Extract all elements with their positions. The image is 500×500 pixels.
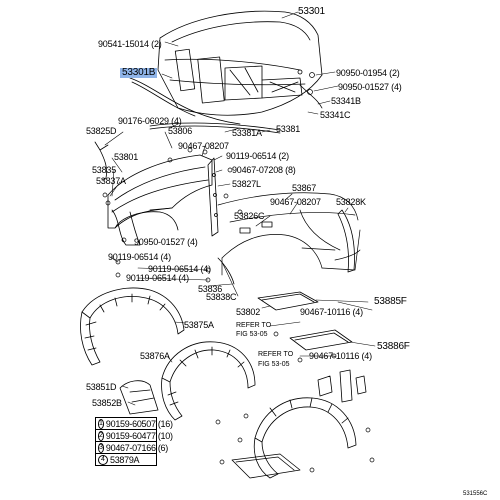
part-label-53381[interactable]: 53381 xyxy=(276,124,301,134)
part-label-53825d[interactable]: 53825D xyxy=(86,126,117,136)
part-label-90950-01527-a[interactable]: 90950-01527 (4) xyxy=(338,82,402,92)
fender-trim-strip xyxy=(337,209,355,273)
part-label-90467-10116-a[interactable]: 90467-10116 (4) xyxy=(300,307,363,317)
part-label-53801[interactable]: 53801 xyxy=(114,152,139,162)
legend-part-number[interactable]: 53879A xyxy=(110,454,140,465)
part-label-53836[interactable]: 53836 xyxy=(198,284,223,294)
part-label-53867[interactable]: 53867 xyxy=(292,183,317,193)
fastener-legend-table: 1 90159-60507 (16) 2 90159-60477 (10) 3 … xyxy=(95,417,173,466)
part-label-90176-06029[interactable]: 90176-06029 (4) xyxy=(118,116,182,126)
part-label-53301[interactable]: 53301 xyxy=(298,6,325,17)
part-label-53837a[interactable]: 53837A xyxy=(96,176,126,186)
part-label-53826c[interactable]: 53826C xyxy=(234,211,265,221)
part-label-53341c[interactable]: 53341C xyxy=(320,110,351,120)
vehicle-body-outline xyxy=(217,192,361,276)
part-label-90541-15014[interactable]: 90541-15014 (2) xyxy=(98,39,162,49)
legend-row: 3 90467-07166 (6) xyxy=(96,442,168,454)
cowl-seal xyxy=(149,122,281,131)
liner-extension xyxy=(119,380,159,415)
legend-row: 2 90159-60477 (10) xyxy=(96,430,173,442)
part-label-90119-06514-4-b[interactable]: 90119-06514 (4) xyxy=(148,264,211,274)
part-label-90467-08207-b[interactable]: 90467-08207 xyxy=(270,197,321,207)
part-label-90467-07208[interactable]: 90467-07208 (8) xyxy=(232,165,296,175)
legend-row: 4 53879A xyxy=(96,454,156,465)
part-label-53876a[interactable]: 53876A xyxy=(140,351,170,361)
legend-part-number[interactable]: 90467-07166 (6) xyxy=(105,442,168,453)
part-label-53341b[interactable]: 53341B xyxy=(331,96,361,106)
refer-note-2-line2: FIG 53-05 xyxy=(258,361,290,368)
legend-number-badge: 3 xyxy=(98,442,104,453)
part-label-53827l[interactable]: 53827L xyxy=(232,179,261,189)
part-label-90467-10116-b[interactable]: 90467-10116 (4) xyxy=(309,351,372,361)
front-fender xyxy=(107,154,213,231)
legend-number-badge: 4 xyxy=(98,454,108,465)
legend-number-badge: 2 xyxy=(98,430,104,441)
refer-note-1-line2: FIG 53-05 xyxy=(236,331,268,338)
figure-number: 531556C xyxy=(463,491,488,497)
refer-note-2-line1: REFER TO xyxy=(258,351,294,358)
part-label-53806[interactable]: 53806 xyxy=(168,126,193,136)
legend-row: 1 90159-60507 (16) xyxy=(96,418,173,430)
part-label-90467-08207-a[interactable]: 90467-08207 xyxy=(178,141,229,151)
fender-liner-rear xyxy=(253,397,357,479)
part-label-90119-06514-2[interactable]: 90119-06514 (2) xyxy=(226,151,289,161)
under-cover-plate-b xyxy=(289,329,353,351)
part-label-90950-01954[interactable]: 90950-01954 (2) xyxy=(336,68,400,78)
part-label-53835[interactable]: 53835 xyxy=(92,165,117,175)
hood-panel xyxy=(157,10,323,116)
hood-weatherstrip xyxy=(129,77,241,125)
part-label-90950-01527-b[interactable]: 90950-01527 (4) xyxy=(134,237,198,247)
part-label-90119-06514-4-a[interactable]: 90119-06514 (4) xyxy=(108,252,171,262)
legend-part-number[interactable]: 90159-60507 (16) xyxy=(105,418,173,429)
leader-lines xyxy=(104,11,376,406)
part-label-53381a[interactable]: 53381A xyxy=(232,128,262,138)
part-label-53885f[interactable]: 53885F xyxy=(374,296,407,307)
fastener-symbols xyxy=(102,72,375,473)
part-label-53828k[interactable]: 53828K xyxy=(336,197,366,207)
part-label-90119-06514-4-c[interactable]: 90119-06514 (4) xyxy=(126,273,189,283)
part-label-53851d[interactable]: 53851D xyxy=(86,382,117,392)
fender-liner-upper xyxy=(80,287,185,366)
part-label-53802[interactable]: 53802 xyxy=(236,307,261,317)
legend-part-number[interactable]: 90159-60477 (10) xyxy=(105,430,173,441)
splash-shield xyxy=(231,453,301,479)
part-label-53852b[interactable]: 53852B xyxy=(92,398,122,408)
part-label-53838c[interactable]: 53838C xyxy=(206,292,237,302)
part-label-53886f[interactable]: 53886F xyxy=(377,341,410,352)
fender-liner-lower xyxy=(161,341,256,421)
part-label-53875a[interactable]: 53875A xyxy=(184,320,214,330)
legend-number-badge: 1 xyxy=(98,418,104,429)
refer-note-1-line1: REFER TO xyxy=(236,322,272,329)
part-label-53301b-highlighted[interactable]: 53301B xyxy=(120,67,158,78)
fender-bracket xyxy=(207,157,219,237)
